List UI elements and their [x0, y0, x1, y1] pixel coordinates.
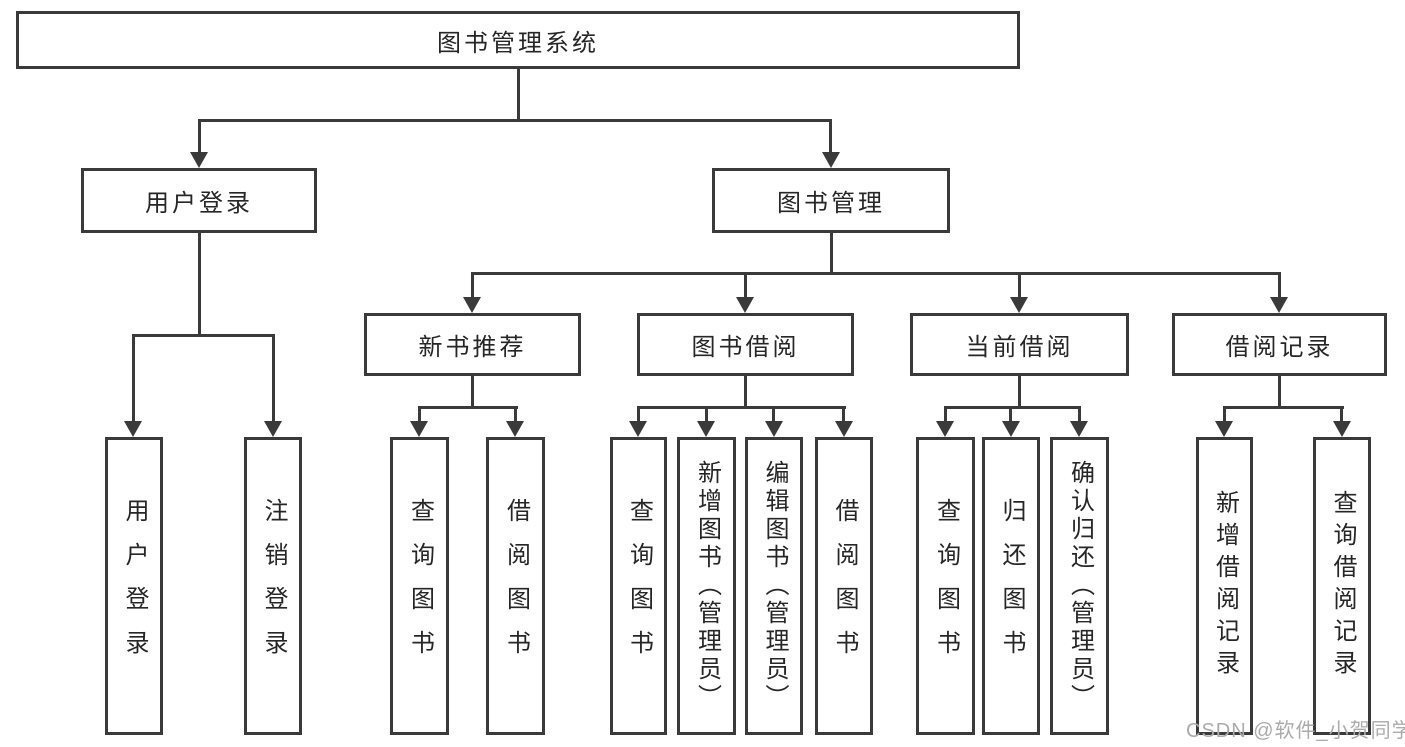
arrow-down-icon	[190, 152, 208, 168]
connector-line	[471, 272, 1281, 275]
leaf-query-books-borrow: 查询图书	[610, 437, 667, 735]
connector-line	[1009, 406, 1012, 421]
connector-line	[829, 119, 832, 152]
leaf-query-books-current: 查询图书	[916, 437, 975, 735]
node-library-management-system: 图书管理系统	[16, 11, 1020, 69]
connector-line	[1278, 374, 1281, 408]
arrow-down-icon	[1215, 421, 1233, 437]
node-label: 新增图书（管理员）	[693, 460, 721, 712]
connector-line	[418, 406, 421, 421]
node-label: 查询借阅记录	[1329, 490, 1356, 682]
connector-line	[514, 406, 517, 421]
node-label: 借阅记录	[1225, 334, 1334, 361]
node-label: 新增借阅记录	[1211, 490, 1239, 682]
node-label: 图书管理系统	[437, 29, 599, 57]
connector-line	[1078, 406, 1081, 421]
connector-line	[1278, 272, 1281, 297]
arrow-down-icon	[1333, 421, 1351, 437]
arrow-down-icon	[1002, 421, 1020, 437]
arrow-down-icon	[124, 421, 142, 437]
node-label: 查询图书	[406, 498, 434, 674]
node-label: 新书推荐	[418, 334, 527, 361]
connector-line	[705, 406, 708, 421]
connector-line	[517, 68, 520, 121]
arrow-down-icon	[697, 421, 715, 437]
leaf-logout: 注销登录	[244, 437, 302, 735]
leaf-confirm-return-admin: 确认归还（管理员）	[1050, 437, 1109, 735]
arrow-down-icon	[835, 421, 853, 437]
connector-line	[471, 374, 474, 408]
arrow-down-icon	[506, 421, 524, 437]
leaf-return-books: 归还图书	[982, 437, 1040, 735]
connector-line	[272, 334, 275, 421]
leaf-add-borrow-record: 新增借阅记录	[1196, 437, 1253, 735]
arrow-down-icon	[410, 421, 428, 437]
leaf-add-books-admin: 新增图书（管理员）	[677, 437, 736, 735]
node-label: 归还图书	[998, 498, 1025, 674]
connector-line	[944, 406, 1081, 409]
leaf-user-login: 用户登录	[105, 437, 163, 735]
arrow-down-icon	[629, 421, 647, 437]
connector-line	[944, 406, 947, 421]
connector-line	[744, 374, 747, 408]
node-label: 图书管理	[777, 190, 885, 217]
node-user-login: 用户登录	[81, 168, 317, 233]
connector-line	[132, 334, 135, 421]
connector-line	[1018, 374, 1021, 408]
connector-line	[842, 406, 845, 421]
connector-line	[198, 119, 832, 122]
connector-line	[198, 119, 201, 152]
node-label: 图书借阅	[691, 334, 800, 361]
csdn-watermark: CSDN @软件_小贺同学	[1186, 720, 1405, 742]
connector-line	[744, 272, 747, 297]
node-label: 编辑图书（管理员）	[761, 460, 788, 712]
leaf-query-borrow-record: 查询借阅记录	[1313, 437, 1371, 735]
arrow-down-icon	[936, 421, 954, 437]
connector-line	[471, 272, 474, 297]
node-label: 当前借阅	[965, 334, 1074, 361]
connector-line	[830, 231, 833, 274]
connector-line	[1018, 272, 1021, 297]
arrow-down-icon	[1070, 421, 1088, 437]
node-current-borrowing: 当前借阅	[910, 313, 1129, 376]
arrow-down-icon	[1010, 297, 1028, 313]
arrow-down-icon	[264, 421, 282, 437]
node-label: 注销登录	[260, 498, 287, 674]
leaf-query-books-recommend: 查询图书	[390, 437, 449, 735]
arrow-down-icon	[1270, 297, 1288, 313]
connector-line	[1223, 406, 1344, 409]
node-label: 借阅图书	[831, 498, 858, 674]
connector-line	[132, 334, 275, 337]
node-borrowing-records: 借阅记录	[1172, 313, 1387, 376]
leaf-edit-books-admin: 编辑图书（管理员）	[745, 437, 803, 735]
arrow-down-icon	[765, 421, 783, 437]
arrow-down-icon	[822, 152, 840, 168]
leaf-borrow-books: 借阅图书	[815, 437, 873, 735]
node-new-book-recommendation: 新书推荐	[364, 313, 581, 376]
arrow-down-icon	[736, 297, 754, 313]
connector-line	[772, 406, 775, 421]
node-book-borrowing: 图书借阅	[637, 313, 854, 376]
node-label: 用户登录	[145, 190, 253, 217]
connector-line	[198, 231, 201, 336]
arrow-down-icon	[463, 297, 481, 313]
node-book-management: 图书管理	[712, 168, 950, 233]
connector-line	[418, 406, 518, 409]
connector-line	[1340, 406, 1343, 421]
node-label: 查询图书	[625, 498, 653, 674]
connector-line	[637, 406, 846, 409]
node-label: 查询图书	[932, 498, 960, 674]
connector-line	[1223, 406, 1226, 421]
node-label: 确认归还（管理员）	[1066, 460, 1094, 712]
node-label: 借阅图书	[502, 498, 530, 674]
connector-line	[637, 406, 640, 421]
node-label: 用户登录	[121, 498, 148, 674]
leaf-borrow-books-recommend: 借阅图书	[486, 437, 545, 735]
